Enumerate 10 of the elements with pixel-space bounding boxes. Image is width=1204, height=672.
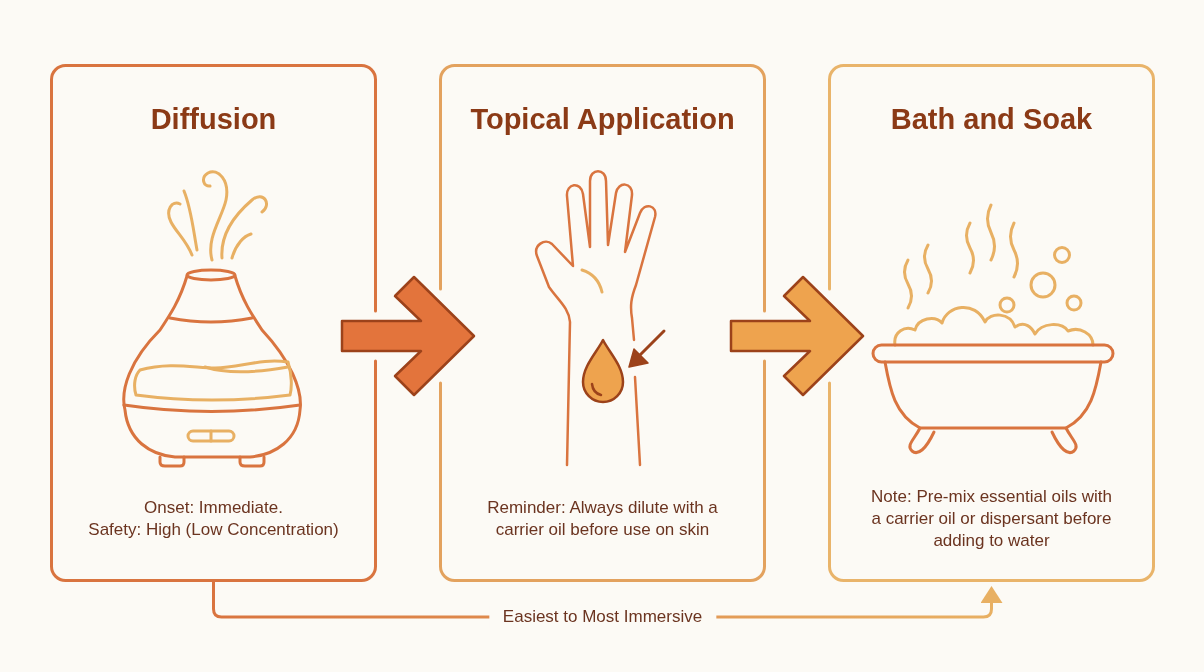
panel-note: Onset: Immediate.	[144, 497, 283, 519]
panel-note: Reminder: Always dilute with a carrier oil before use on skin	[486, 497, 719, 541]
method-panel	[439, 64, 766, 582]
panel-title: Diffusion	[150, 102, 277, 137]
panel-title: Bath and Soak	[890, 102, 1093, 137]
panel-note: Note: Pre-mix essential oils with a carrier oil or dispersant before adding to water	[870, 486, 1113, 552]
method-panel	[828, 64, 1155, 582]
panel-note: Safety: High (Low Concentration)	[88, 519, 339, 541]
panel-title: Topical Application	[470, 102, 735, 137]
method-panel	[50, 64, 377, 582]
